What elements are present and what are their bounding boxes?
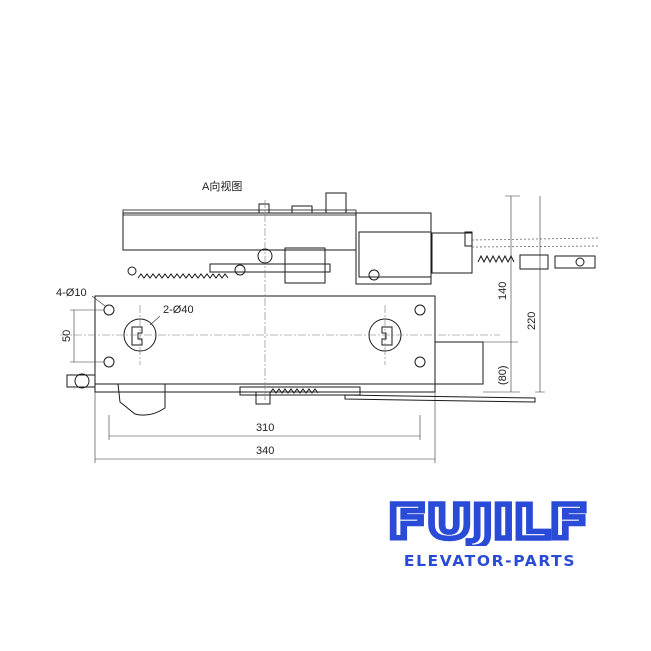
- bolt-left-upper: [234, 264, 246, 276]
- spring-right: [477, 254, 515, 264]
- slot-right-notch: [381, 326, 393, 346]
- spring-left: [137, 273, 229, 279]
- cable-upper: [471, 237, 601, 241]
- dim-310-line: [108, 415, 421, 440]
- hole-bottom-right: [414, 356, 426, 368]
- shaft-nut: [74, 373, 90, 389]
- hole-top-left: [103, 304, 115, 316]
- top-block: [291, 205, 313, 214]
- right-bracket: [431, 232, 473, 274]
- dim-slots-label: 2-Ø40: [163, 304, 194, 316]
- dim-80-line: [483, 335, 520, 393]
- right-lower-box: [434, 341, 484, 385]
- dim-220-line: [535, 196, 545, 393]
- brand-logo: FUJILF: [385, 498, 591, 546]
- slot-left-notch: [131, 326, 143, 346]
- dim-340-line: [94, 392, 436, 463]
- terminal-ring: [575, 257, 585, 267]
- dim-220-label: 220: [526, 312, 538, 330]
- brand-logo-text: FUJILF: [388, 498, 588, 546]
- right-upper-box: [355, 212, 432, 285]
- upper-housing: [122, 212, 357, 251]
- dim-holes-label: 4-Ø10: [56, 287, 87, 299]
- slot-leader: [149, 315, 161, 326]
- rod-right: [344, 394, 536, 403]
- hole-bottom-left: [103, 356, 115, 368]
- right-cover: [358, 231, 432, 278]
- shaft-left: [66, 374, 96, 388]
- hole-top-right: [414, 304, 426, 316]
- bolt-right-box: [368, 269, 380, 281]
- hole-leader: [91, 295, 106, 307]
- motor-housing: [117, 383, 166, 416]
- dim-140-label: 140: [497, 282, 509, 300]
- brand-tagline: ELEVATOR-PARTS: [403, 552, 577, 570]
- right-pin: [464, 231, 473, 247]
- dim-80-label: (80): [497, 365, 509, 385]
- right-connector: [519, 254, 549, 270]
- spring-lower: [269, 388, 319, 394]
- view-label: A向视图: [202, 179, 242, 193]
- dim-140-line: [505, 195, 520, 335]
- spring-anchor-left: [127, 266, 137, 276]
- dim-310-label: 310: [256, 422, 274, 434]
- dim-340-label: 340: [256, 445, 274, 457]
- lever-arm: [209, 263, 331, 273]
- top-knob: [258, 203, 270, 214]
- cable-lower: [471, 245, 601, 248]
- dim-50-line: [70, 309, 104, 363]
- right-terminal: [554, 255, 596, 269]
- lower-bolt-block: [255, 391, 271, 405]
- lower-bar: [239, 386, 361, 396]
- dim-50-label: 50: [61, 330, 73, 342]
- top-bracket: [325, 192, 347, 214]
- cam-plate: [284, 247, 326, 284]
